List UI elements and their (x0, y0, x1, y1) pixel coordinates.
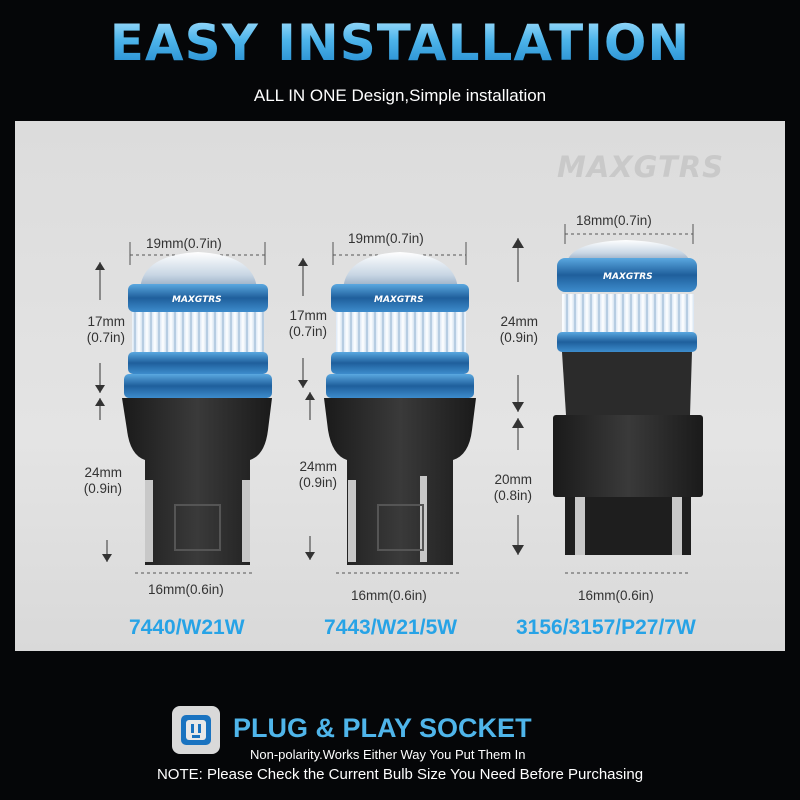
lamp-label-1: MAXGTRS (172, 295, 222, 305)
bulb2-width-bottom: 16mm(0.6in) (351, 588, 427, 603)
purchase-note: NOTE: Please Check the Current Bulb Size… (156, 766, 644, 783)
bulb2-base-mm: 24mm (299, 459, 337, 474)
model-label-7443: 7443/W21/5W (324, 616, 458, 639)
plug-play-subtitle: Non-polarity.Works Either Way You Put Th… (250, 747, 526, 762)
bulb1-head-in: (0.7in) (86, 330, 125, 345)
model-label-7440: 7440/W21W (129, 616, 245, 639)
bulb3-width-top: 18mm(0.7in) (576, 213, 652, 228)
bulb-7443 (298, 242, 476, 574)
bulb-7440 (95, 242, 272, 574)
lamp-label-2: MAXGTRS (374, 295, 424, 305)
brand-watermark: MAXGTRS (557, 150, 724, 184)
bulb3-base-mm: 20mm (494, 472, 532, 487)
bulb2-head-mm: 17mm (289, 308, 327, 323)
model-label-3156: 3156/3157/P27/7W (516, 616, 696, 639)
bulb1-width-top: 19mm(0.7in) (146, 236, 222, 251)
lamp-label-3: MAXGTRS (603, 272, 653, 282)
bulb1-base-in: (0.9in) (83, 481, 122, 496)
bulb1-width-bottom: 16mm(0.6in) (148, 582, 224, 597)
bulb2-head-in: (0.7in) (288, 324, 327, 339)
bulb3-head-mm: 24mm (500, 314, 538, 329)
bulb3-head-in: (0.9in) (499, 330, 538, 345)
plug-play-title: PLUG & PLAY SOCKET (233, 713, 532, 743)
bulb1-base-mm: 24mm (84, 465, 122, 480)
bulb1-head-mm: 17mm (87, 314, 125, 329)
bulb2-base-in: (0.9in) (298, 475, 337, 490)
bulb-3156 (512, 224, 703, 574)
bulb3-width-bottom: 16mm(0.6in) (578, 588, 654, 603)
bulb3-base-in: (0.8in) (493, 488, 532, 503)
page-subtitle: ALL IN ONE Design,Simple installation (253, 86, 547, 105)
page-title: EASY INSTALLATION (0, 14, 800, 72)
bulb2-width-top: 19mm(0.7in) (348, 231, 424, 246)
socket-icon (172, 706, 220, 754)
